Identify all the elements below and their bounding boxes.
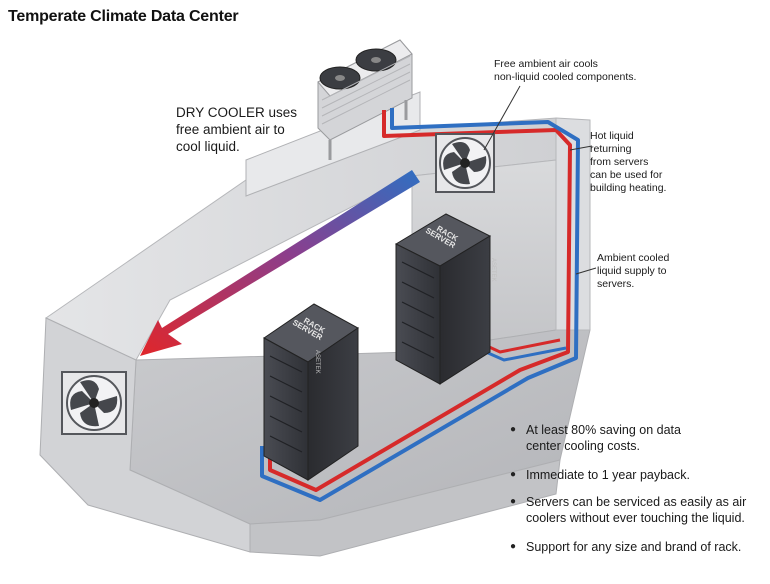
hot-liquid-note: Hot liquid returning from servers can be… bbox=[590, 130, 666, 195]
leader-lines bbox=[483, 85, 597, 275]
benefit-item-line1: Immediate to 1 year payback. bbox=[526, 468, 690, 482]
benefit-item: Immediate to 1 year payback. bbox=[510, 467, 768, 483]
cooled-liquid-note-line3: servers. bbox=[597, 278, 635, 290]
benefit-item-line1: At least 80% saving on data bbox=[526, 423, 681, 437]
benefit-item: Support for any size and brand of rack. bbox=[510, 539, 768, 555]
free-air-note-line1: Free ambient air cools bbox=[494, 58, 598, 70]
benefit-item-line1: Servers can be serviced as easily as air bbox=[526, 495, 747, 509]
building-back-right-wall bbox=[555, 117, 591, 331]
back-rack-brand: ASETEK bbox=[490, 258, 496, 282]
front-wall-fan bbox=[61, 371, 127, 435]
dry-cooler-caption-line3: cool liquid. bbox=[176, 139, 240, 154]
benefit-item-line2: center cooling costs. bbox=[526, 439, 640, 453]
benefits-list: At least 80% saving on data center cooli… bbox=[510, 422, 768, 568]
server-rack-front: SERVER RACK ASETEK bbox=[263, 303, 359, 481]
hot-liquid-note-line2: returning bbox=[590, 143, 632, 155]
free-air-note: Free ambient air cools non-liquid cooled… bbox=[494, 58, 636, 84]
benefit-item-line1: Support for any size and brand of rack. bbox=[526, 540, 742, 554]
dry-cooler-caption: DRY COOLER uses free ambient air to cool… bbox=[176, 104, 297, 155]
hot-liquid-note-line3: from servers bbox=[590, 156, 649, 168]
benefit-item: Servers can be serviced as easily as air… bbox=[510, 494, 768, 526]
dry-cooler-caption-line1: DRY COOLER uses bbox=[176, 105, 298, 120]
dry-cooler-caption-line2: free ambient air to bbox=[176, 122, 285, 137]
front-rack-brand: ASETEK bbox=[314, 350, 320, 374]
benefit-item: At least 80% saving on data center cooli… bbox=[510, 422, 768, 454]
benefit-item-line2: coolers without ever touching the liquid… bbox=[526, 511, 745, 525]
free-air-note-line2: non-liquid cooled components. bbox=[494, 71, 637, 83]
dry-cooler bbox=[245, 39, 421, 197]
cooled-liquid-note: Ambient cooled liquid supply to servers. bbox=[597, 252, 669, 291]
cooled-liquid-note-line1: Ambient cooled bbox=[597, 252, 670, 264]
hot-liquid-note-line5: building heating. bbox=[590, 182, 667, 194]
hot-liquid-note-line1: Hot liquid bbox=[590, 130, 634, 142]
page-title: Temperate Climate Data Center bbox=[8, 8, 239, 25]
cold-pipe bbox=[260, 108, 580, 502]
hot-liquid-note-line4: can be used for bbox=[590, 169, 663, 181]
cooled-liquid-note-line2: liquid supply to bbox=[597, 265, 667, 277]
server-rack-back: SERVER RACK ASETEK bbox=[394, 213, 496, 385]
back-wall-fan bbox=[435, 133, 495, 193]
